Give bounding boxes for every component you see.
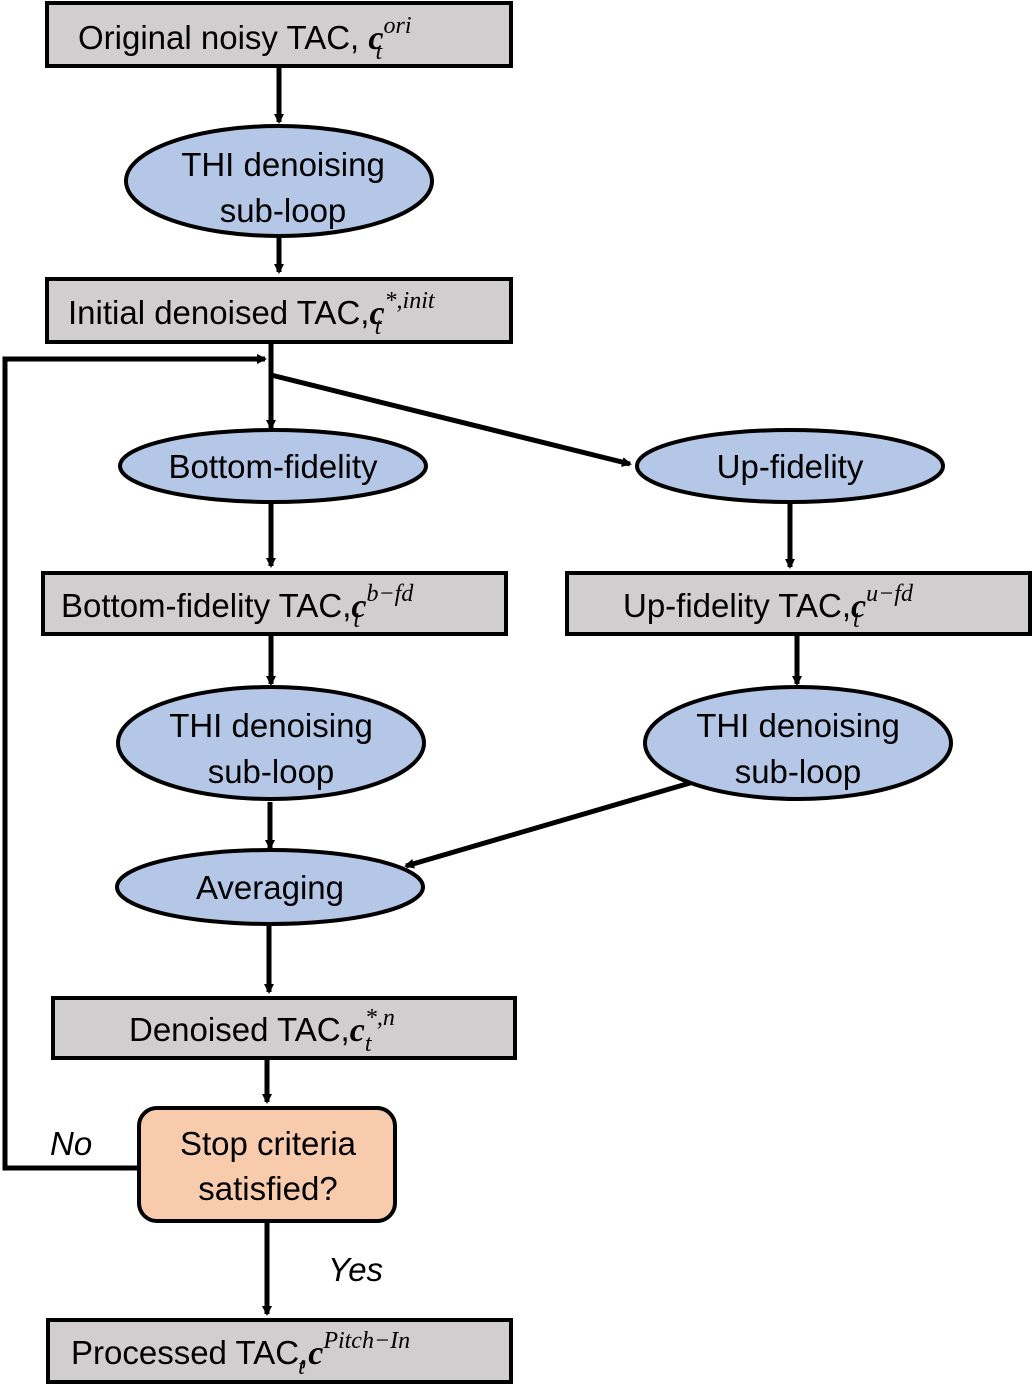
- denoised-label: Denoised TAC,: [129, 1011, 350, 1048]
- svg-text:Up-fidelity TAC,cu−fdt: Up-fidelity TAC,cu−fdt: [623, 581, 914, 633]
- thi1-line1: THI denoising: [181, 146, 385, 183]
- processed-label: Processed TAC,: [71, 1334, 308, 1371]
- decision-line1: Stop criteria: [180, 1125, 357, 1162]
- edge-label-yes: Yes: [328, 1251, 383, 1288]
- bottom-tac-label: Bottom-fidelity TAC,: [61, 587, 351, 624]
- node-decision: Stop criteria satisfied?: [137, 1106, 397, 1223]
- node-thi-denoising-3: THI denoising sub-loop: [643, 685, 953, 801]
- svg-text:Processed TAC,cPitch−Int: Processed TAC,cPitch−Int: [71, 1328, 410, 1380]
- edge-thi3-to-averaging: [404, 780, 691, 869]
- node-averaging: Averaging: [115, 848, 425, 926]
- original-label: Original noisy TAC,: [78, 19, 368, 56]
- node-up-fidelity: Up-fidelity: [635, 428, 945, 504]
- thi2-line1: THI denoising: [169, 707, 373, 744]
- edges: [2, 66, 802, 1316]
- edge-split-to-up: [270, 372, 632, 467]
- thi1-line2: sub-loop: [220, 192, 347, 229]
- up-tac-label: Up-fidelity TAC,: [623, 587, 851, 624]
- thi3-line1: THI denoising: [696, 707, 900, 744]
- node-thi-denoising-1: THI denoising sub-loop: [124, 124, 434, 238]
- edge-label-no: No: [50, 1125, 92, 1162]
- thi2-line2: sub-loop: [208, 753, 335, 790]
- thi3-line2: sub-loop: [735, 753, 862, 790]
- bottom-fidelity-label: Bottom-fidelity: [168, 448, 378, 485]
- node-bottom-fidelity: Bottom-fidelity: [118, 428, 428, 504]
- up-fidelity-label: Up-fidelity: [717, 448, 864, 485]
- edge-no-loop-back: [2, 354, 267, 1171]
- svg-text:Bottom-fidelity TAC,cb−fdt: Bottom-fidelity TAC,cb−fdt: [61, 581, 414, 633]
- svg-text:Denoised TAC,c*,nt: Denoised TAC,c*,nt: [129, 1005, 395, 1057]
- initial-label: Initial denoised TAC,: [68, 294, 369, 331]
- averaging-label: Averaging: [196, 869, 344, 906]
- decision-line2: satisfied?: [198, 1170, 337, 1207]
- node-thi-denoising-2: THI denoising sub-loop: [116, 685, 426, 801]
